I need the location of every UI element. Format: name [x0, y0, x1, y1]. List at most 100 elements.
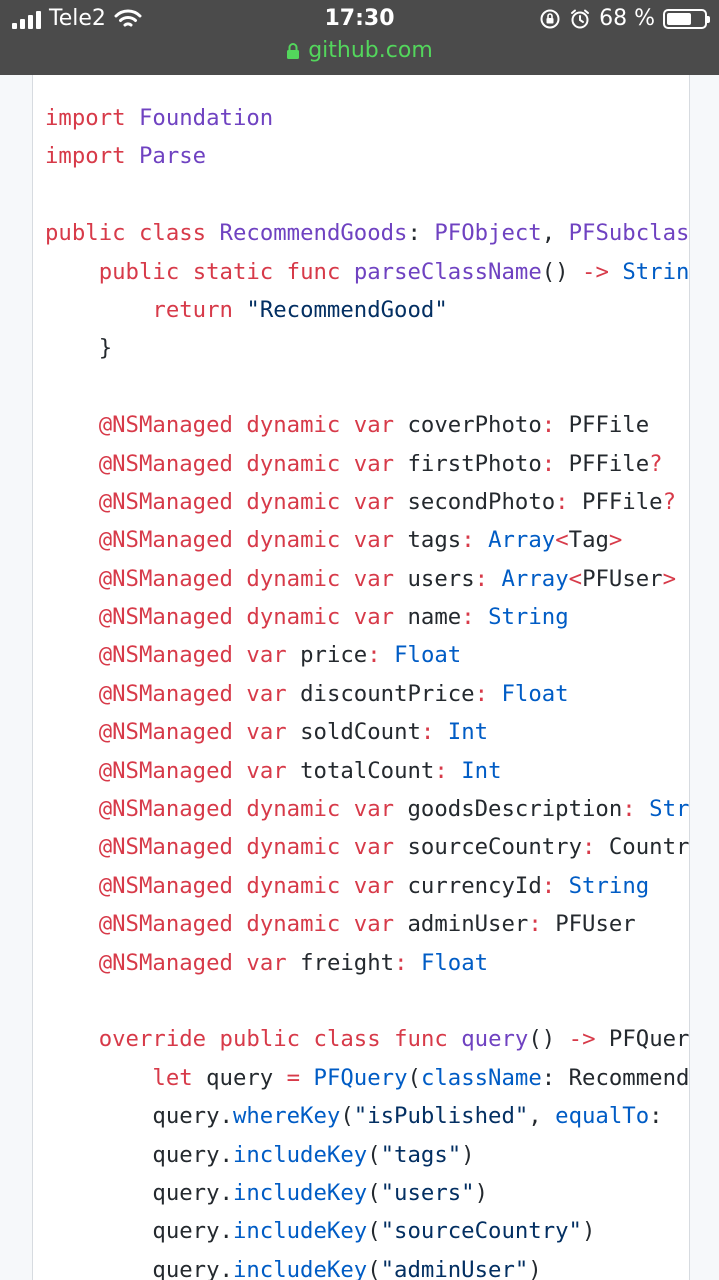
code-token — [381, 642, 394, 668]
code-token: var — [246, 757, 287, 784]
code-token: @NSManaged — [98, 604, 233, 631]
code-line: @NSManaged var freight: Float — [45, 944, 689, 982]
code-token: Foundation — [138, 105, 274, 131]
code-token: Array — [488, 527, 556, 554]
code-token: : — [394, 949, 408, 976]
code-line: query.whereKey("isPublished", equalTo: — [45, 1097, 689, 1135]
code-token: className — [420, 1064, 542, 1091]
code-token: @NSManaged — [98, 450, 233, 477]
code-token — [636, 796, 649, 822]
code-line: import Foundation — [45, 99, 689, 137]
code-token: tags — [394, 527, 462, 554]
code-token: < — [555, 527, 569, 554]
code-token: : — [528, 911, 542, 938]
code-token: "users" — [380, 1179, 475, 1206]
code-token — [233, 297, 246, 323]
code-token: : — [434, 757, 448, 784]
code-token — [233, 758, 246, 784]
code-token: includeKey — [232, 1218, 368, 1245]
code-token: var — [246, 680, 287, 707]
code-token: "sourceCountry" — [380, 1218, 582, 1245]
code-token: currencyId — [394, 872, 542, 899]
code-token — [340, 834, 353, 860]
code-token: Int — [447, 719, 489, 746]
code-token: @NSManaged — [98, 796, 233, 823]
code-token: PFFile — [555, 412, 650, 439]
code-token: dynamic — [246, 450, 341, 477]
code-line: return "RecommendGood" — [45, 291, 689, 329]
code-token: dynamic — [246, 604, 341, 631]
code-token — [340, 566, 353, 592]
code-token: func — [286, 258, 341, 285]
code-token: : — [474, 565, 489, 592]
code-token: > — [662, 565, 677, 592]
battery-percent: 68 % — [599, 6, 655, 31]
code-token: var — [353, 565, 395, 592]
code-token — [233, 451, 246, 477]
code-token: @NSManaged — [98, 757, 233, 784]
code-token — [300, 1065, 313, 1091]
code-token — [45, 911, 99, 937]
code-token — [448, 758, 461, 784]
code-token: var — [353, 412, 395, 439]
code-token: "tags" — [380, 1141, 462, 1168]
code-token: static — [192, 258, 274, 285]
code-token: var — [246, 719, 287, 746]
code-token: @NSManaged — [98, 527, 233, 554]
code-token — [233, 566, 246, 592]
code-line — [45, 368, 689, 406]
code-token: var — [246, 949, 287, 976]
url-text[interactable]: github.com — [308, 38, 433, 63]
code-token: @NSManaged — [98, 872, 233, 899]
code-token: var — [353, 872, 395, 899]
code-token — [45, 719, 99, 745]
code-token: RecommendGoods — [219, 220, 408, 247]
code-token — [126, 143, 139, 169]
code-token: query. — [45, 1103, 233, 1130]
code-token — [45, 412, 99, 438]
url-bar[interactable]: github.com — [0, 38, 719, 63]
code-token: Country — [608, 834, 690, 861]
code-line: @NSManaged var discountPrice: Float — [45, 675, 689, 713]
code-token: ) — [581, 1218, 596, 1245]
code-line: @NSManaged dynamic var sourceCountry: Co… — [45, 828, 690, 866]
code-token: var — [353, 604, 395, 631]
code-token: query — [461, 1026, 529, 1053]
code-token: : — [541, 412, 556, 439]
code-token — [340, 604, 353, 630]
code-token: -> — [568, 1026, 596, 1053]
code-token: PFQuery — [608, 1026, 690, 1053]
code-token: PFSubclassing — [568, 220, 690, 247]
code-line: @NSManaged dynamic var name: String — [45, 598, 689, 636]
code-token: public — [219, 1026, 301, 1053]
code-line: query.includeKey("sourceCountry") — [45, 1212, 689, 1250]
code-token: > — [608, 527, 623, 554]
code-token: String — [649, 796, 690, 823]
code-token: firstPhoto — [394, 450, 542, 477]
code-token: totalCount — [286, 757, 435, 784]
code-token — [45, 681, 99, 707]
code-token: dynamic — [246, 834, 341, 861]
code-line — [45, 176, 689, 214]
code-token: ( — [367, 1218, 381, 1245]
code-token: var — [353, 527, 395, 554]
code-token — [45, 642, 99, 668]
code-token: secondPhoto — [394, 488, 556, 515]
code-line: @NSManaged dynamic var goodsDescription:… — [45, 790, 690, 828]
code-token — [381, 1026, 394, 1052]
code-line: @NSManaged dynamic var currencyId: Strin… — [45, 867, 689, 905]
code-token — [45, 1026, 99, 1052]
code-token: Float — [501, 680, 569, 707]
code-token — [340, 796, 353, 822]
code-line: public static func parseClassName() -> S… — [45, 253, 689, 291]
code-line: override public class func query() -> PF… — [45, 1020, 690, 1058]
code-token — [340, 489, 353, 515]
code-line: import Parse — [45, 137, 689, 175]
code-token: Float — [420, 949, 489, 976]
code-token: PFUser — [541, 911, 636, 938]
code-token: @NSManaged — [98, 949, 233, 976]
code-line: public class RecommendGoods: PFObject, P… — [45, 214, 690, 252]
code-token: @NSManaged — [98, 911, 233, 938]
code-token: } — [45, 335, 113, 362]
code-token: import — [45, 105, 126, 131]
